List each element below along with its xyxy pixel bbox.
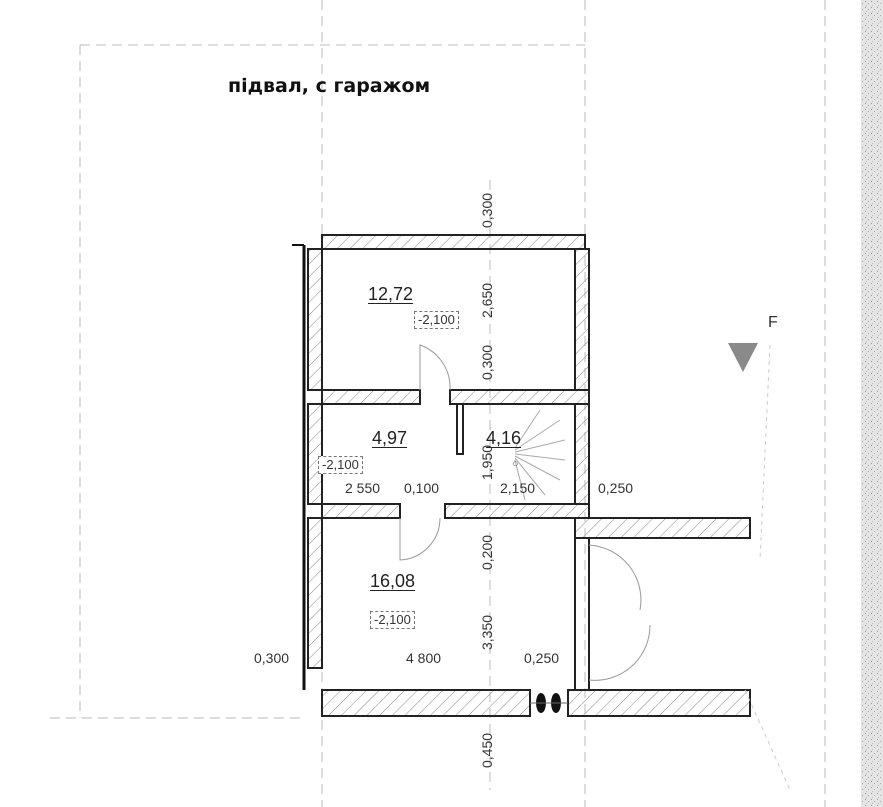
scan-border [861, 0, 883, 807]
dim-0250-right: 0,250 [598, 480, 634, 496]
room-level-2: -2,100 [318, 456, 363, 474]
dim-0300-left: 0,300 [254, 650, 290, 666]
guide-lines [50, 0, 826, 807]
room-area-2: 4,97 [372, 428, 408, 448]
room-area-1: 12,72 [368, 284, 414, 304]
wall-garage-top [574, 517, 751, 539]
room-level-1: -2,100 [414, 311, 459, 329]
wall-mid-2-left [321, 503, 401, 519]
wall-left-lower [307, 517, 323, 669]
dim-0300-top: 0,300 [479, 192, 495, 228]
room-level-4: -2,100 [370, 611, 415, 629]
wall-mid-2-right [444, 503, 590, 519]
wall-mid-1-left [321, 389, 421, 405]
wall-right-mid [574, 403, 590, 505]
dim-0250-bottom: 0,250 [524, 650, 560, 666]
dim-1950: 1,950 [479, 444, 495, 480]
wall-right-upper [574, 248, 590, 391]
plan-title: підвал, с гаражом [228, 75, 431, 97]
wall-left-mid [307, 403, 323, 505]
dim-0300-mid: 0,300 [479, 344, 495, 380]
wall-bottom-left [321, 689, 531, 717]
room-area-4: 16,08 [370, 571, 416, 591]
section-arrow-icon [728, 343, 791, 791]
room-area-3: 4,16 [486, 428, 522, 448]
wall-left-upper [307, 248, 323, 391]
wall-top [321, 234, 586, 250]
dim-0450: 0,450 [479, 732, 495, 768]
dim-4800: 4 800 [406, 650, 442, 666]
walls [307, 234, 751, 717]
wall-bottom-right [567, 689, 751, 717]
stairs [514, 409, 566, 501]
dim-2150: 2,150 [500, 480, 536, 496]
wall-mid-1-right [449, 389, 590, 405]
dim-2650: 2,650 [479, 282, 495, 318]
door-swings [399, 344, 651, 681]
window-icon [530, 693, 568, 713]
dim-0100: 0,100 [404, 480, 440, 496]
dim-3350: 3,350 [479, 614, 495, 650]
dim-0200: 0,200 [479, 534, 495, 570]
wall-garage-left [574, 537, 590, 691]
dim-2550: 2 550 [345, 480, 381, 496]
section-mark: F [768, 314, 778, 331]
stair-mark: ○ [512, 458, 519, 470]
partition [456, 403, 464, 455]
